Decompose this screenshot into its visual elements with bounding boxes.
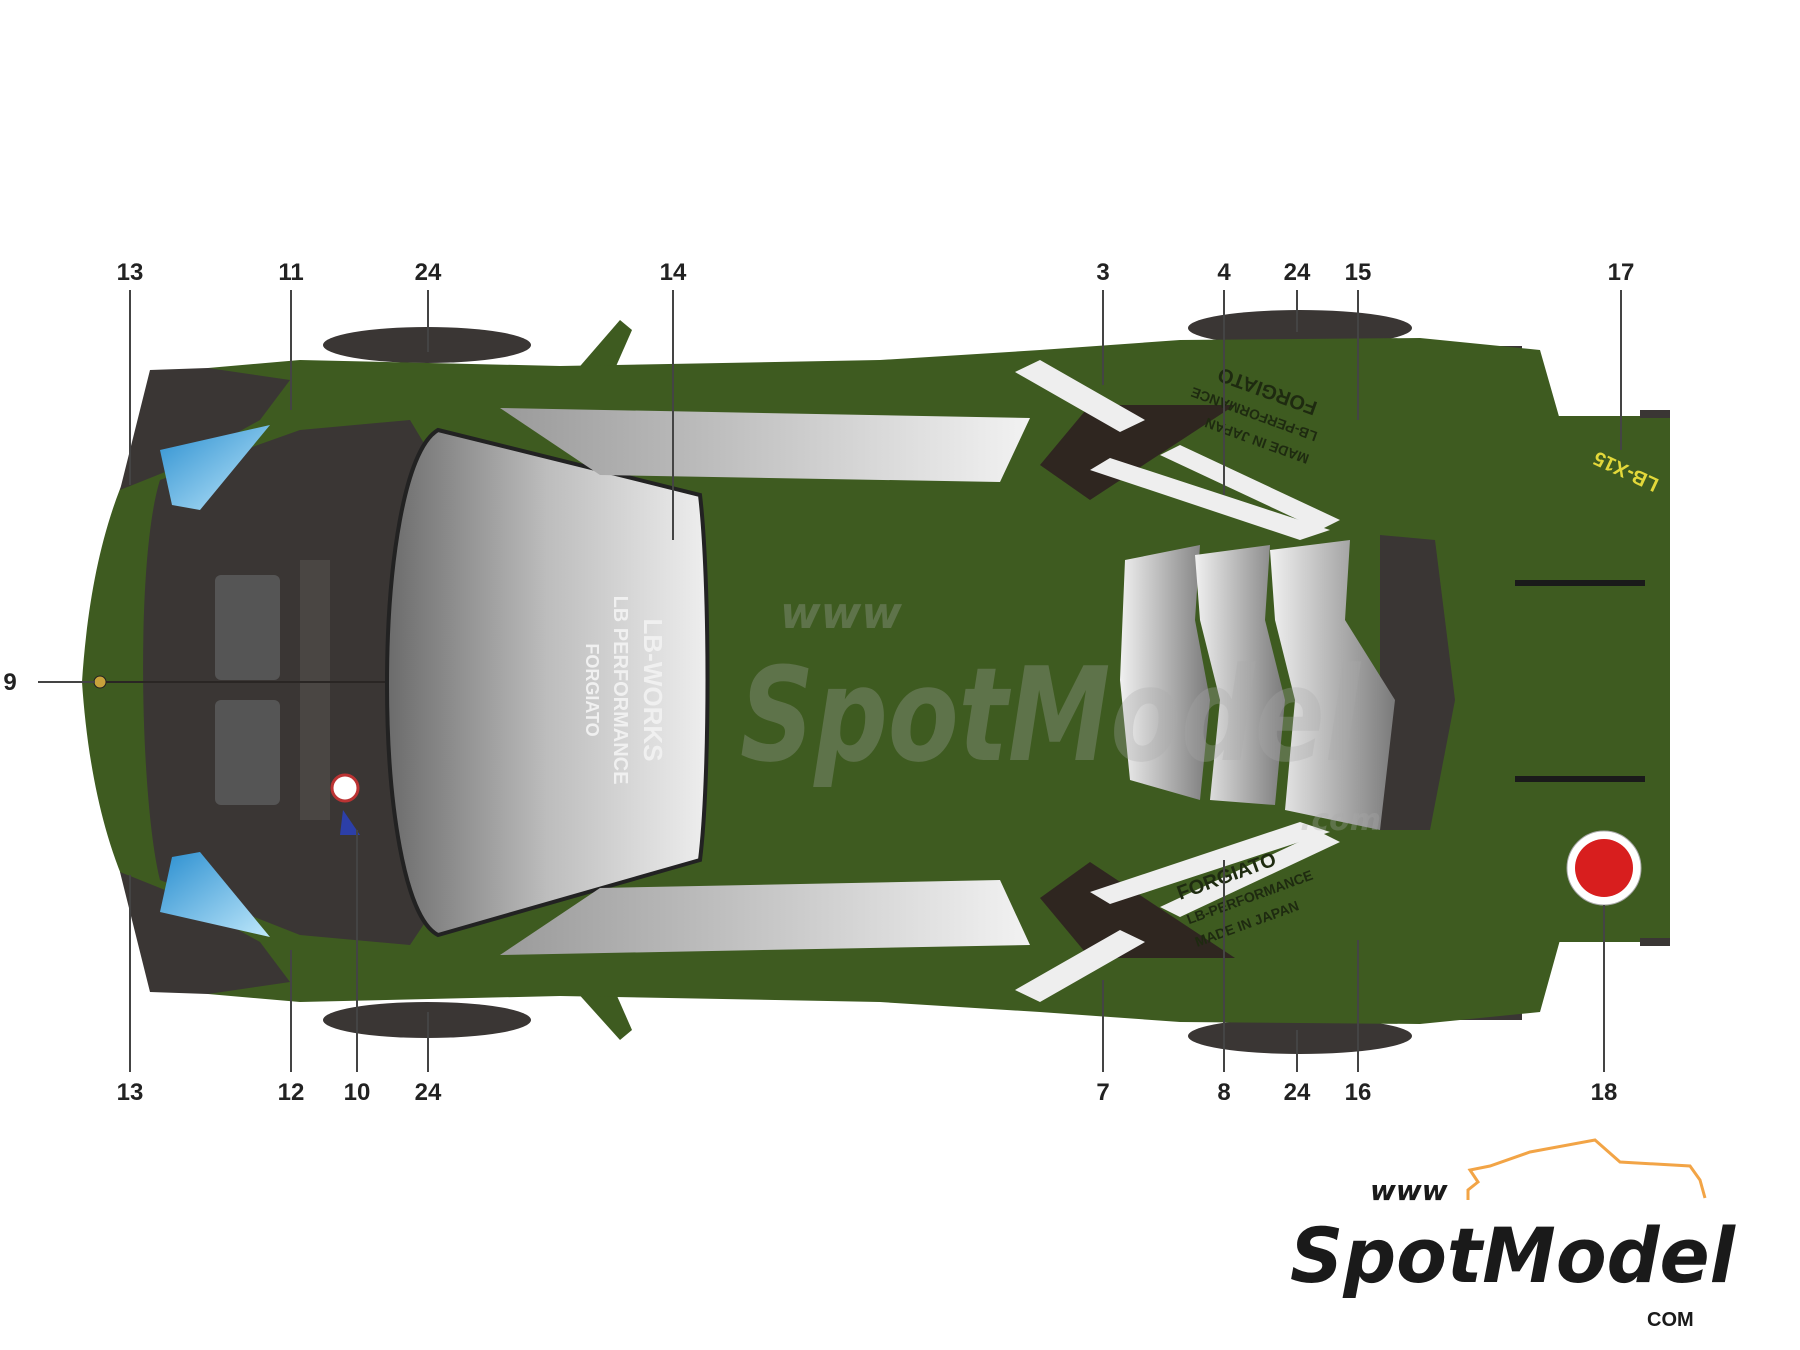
callout-label: 16 <box>1345 1079 1372 1106</box>
callout-label: 13 <box>117 259 144 286</box>
front-badge <box>93 675 107 689</box>
callout-label: 13 <box>117 1079 144 1106</box>
blue-sticker <box>340 810 360 835</box>
watermark-www: www <box>780 588 902 639</box>
engine-louvers <box>1120 540 1395 830</box>
front-sticker-badge <box>330 773 360 803</box>
hood-text-1: LB-WORKS <box>638 619 668 762</box>
callout-label: 8 <box>1217 1079 1230 1106</box>
left-side-window <box>500 408 1030 482</box>
logo-car-outline <box>1466 1138 1707 1200</box>
hood-decal-text: LB-WORKS LB PERFORMANCE FORGIATO <box>582 596 668 785</box>
callout-label: 10 <box>344 1079 371 1106</box>
rear-left-wheel <box>1188 310 1412 346</box>
watermark-tld: .com <box>1300 803 1381 838</box>
callout-label: 15 <box>1345 259 1372 286</box>
right-headlight <box>160 852 270 937</box>
bottom-callouts: 13 12 10 24 7 8 24 16 18 <box>117 1079 1618 1106</box>
callout-label: 17 <box>1608 259 1635 286</box>
callout-label: 14 <box>660 259 687 286</box>
callout-label: 24 <box>1284 259 1311 286</box>
callout-label: 3 <box>1096 259 1109 286</box>
leader-lines <box>38 290 1622 1072</box>
right-side-window <box>500 880 1030 955</box>
callout-label: 12 <box>278 1079 305 1106</box>
hood-text-3: FORGIATO <box>582 643 602 736</box>
callout-label: 7 <box>1096 1079 1109 1106</box>
left-headlight <box>160 425 270 510</box>
windscreen <box>385 427 710 938</box>
hood-text-2: LB PERFORMANCE <box>609 596 631 785</box>
top-callouts: 13 11 24 14 3 4 24 15 17 <box>117 259 1635 286</box>
callout-label: 18 <box>1591 1079 1618 1106</box>
stripe-decals <box>1015 360 1340 1002</box>
logo-tld: COM <box>1647 1309 1694 1331</box>
callout-label: 24 <box>415 259 442 286</box>
watermark: www SpotModel .com <box>740 588 1381 838</box>
callout-label: 4 <box>1217 259 1231 286</box>
left-mirror <box>575 320 632 380</box>
watermark-brand: SpotModel <box>740 639 1362 791</box>
logo-brand: SpotModel <box>1290 1211 1736 1300</box>
callout-label: 24 <box>1284 1079 1311 1106</box>
spotmodel-logo: www SpotModel COM <box>1290 1138 1736 1331</box>
callout-label: 11 <box>278 259 303 286</box>
callout-label: 24 <box>415 1079 442 1106</box>
callout-label-left: 9 <box>3 669 16 696</box>
rear-right-wheel <box>1188 1018 1412 1054</box>
logo-www: www <box>1370 1174 1448 1207</box>
